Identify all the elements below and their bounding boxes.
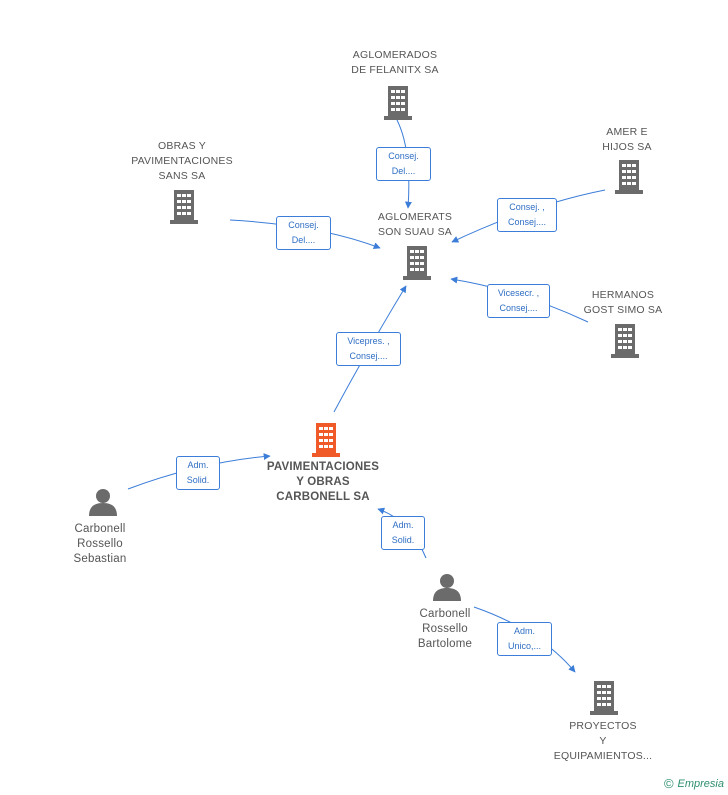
edge-label-sans-to-sonsuau[interactable]: Consej. Del.... <box>276 216 331 250</box>
edge-label-sebastian-to-carbonell[interactable]: Adm. Solid. <box>176 456 220 490</box>
brand-logo: Empresia <box>677 777 724 790</box>
main-building-icon[interactable] <box>312 423 340 457</box>
edge-label-gost-to-sonsuau[interactable]: Vicesecr. , Consej.... <box>487 284 550 318</box>
building-icon[interactable] <box>590 681 618 715</box>
node-label-carbonell-bartolome[interactable]: Carbonell Rossello Bartolome <box>417 608 473 650</box>
building-icon[interactable] <box>170 190 198 224</box>
edge-label-bartolome-to-proyectos[interactable]: Adm. Unico,... <box>497 622 552 656</box>
building-icon[interactable] <box>403 246 431 280</box>
edge-label-amer-to-sonsuau[interactable]: Consej. , Consej.... <box>497 198 557 232</box>
copyright-icon: © <box>663 776 674 791</box>
person-icon[interactable] <box>89 489 117 516</box>
node-label-proyectos-equipamientos[interactable]: PROYECTOS Y EQUIPAMIENTOS... <box>553 720 653 762</box>
node-label-obras-pavimentaciones-sans[interactable]: OBRAS Y PAVIMENTACIONES SANS SA <box>131 140 233 182</box>
footer-brand[interactable]: © Empresia <box>664 776 724 791</box>
edge-label-bartolome-to-carbonell[interactable]: Adm. Solid. <box>381 516 425 550</box>
person-icon[interactable] <box>433 574 461 601</box>
node-label-aglomerados-felanitx[interactable]: AGLOMERADOS DE FELANITX SA <box>351 49 439 76</box>
building-icon[interactable] <box>615 160 643 194</box>
node-label-aglomerats-son-suau[interactable]: AGLOMERATS SON SUAU SA <box>377 211 453 238</box>
node-label-hermanos-gost-simo[interactable]: HERMANOS GOST SIMO SA <box>583 289 663 316</box>
edge-label-carbonell-to-sonsuau[interactable]: Vicepres. , Consej.... <box>336 332 401 366</box>
node-label-amer-e-hijos[interactable]: AMER E HIJOS SA <box>602 126 652 153</box>
edge-label-felanitx-to-sonsuau[interactable]: Consej. Del.... <box>376 147 431 181</box>
node-label-carbonell-sebastian[interactable]: Carbonell Rossello Sebastian <box>73 523 127 565</box>
node-label-pavimentaciones-carbonell[interactable]: PAVIMENTACIONES Y OBRAS CARBONELL SA <box>266 461 380 503</box>
building-icon[interactable] <box>384 86 412 120</box>
building-icon[interactable] <box>611 324 639 358</box>
